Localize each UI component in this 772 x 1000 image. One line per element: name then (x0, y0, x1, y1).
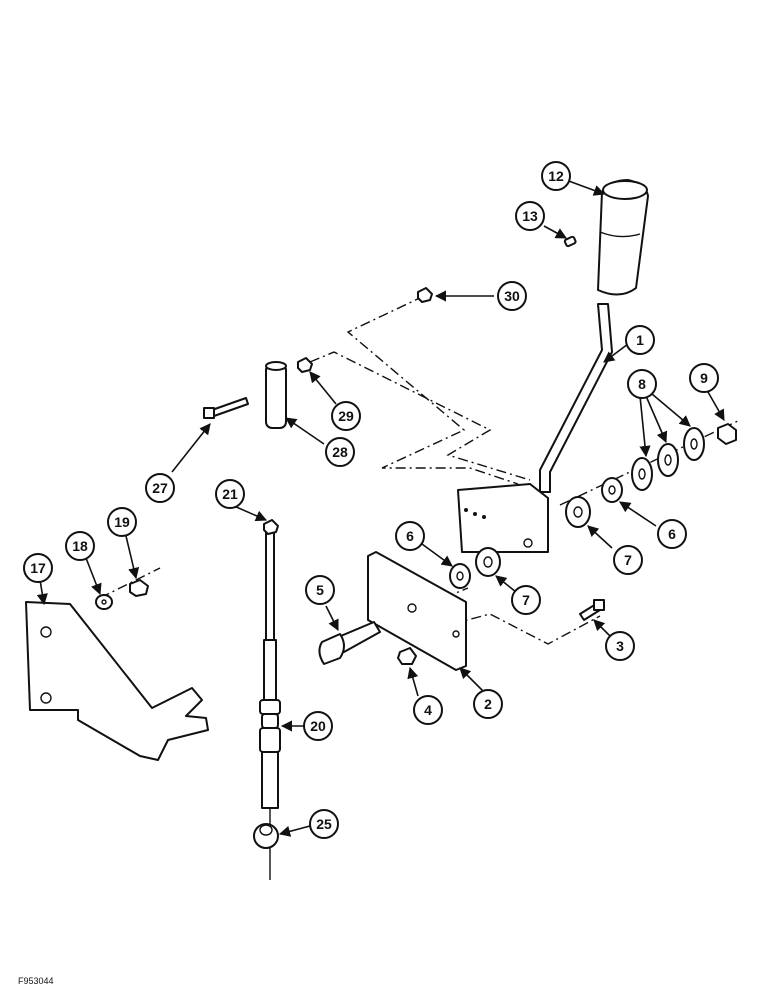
callout-7a: 7 (511, 585, 541, 615)
washer-18 (95, 594, 113, 610)
svg-text:25: 25 (316, 816, 332, 832)
callout-20: 20 (303, 711, 333, 741)
callout-17: 17 (23, 553, 53, 583)
svg-text:9: 9 (700, 370, 708, 386)
callout-6a: 6 (395, 521, 425, 551)
svg-text:8: 8 (638, 376, 646, 392)
callout-25: 25 (309, 809, 339, 839)
leader-lines (36, 179, 725, 837)
nut-30 (417, 287, 433, 303)
svg-text:3: 3 (616, 638, 624, 654)
callout-18: 18 (65, 531, 95, 561)
svg-text:7: 7 (624, 552, 632, 568)
grommet-25 (253, 823, 279, 849)
callout-2: 2 (473, 689, 503, 719)
callout-4: 4 (413, 695, 443, 725)
bolt-3 (579, 599, 605, 621)
washer-set (449, 477, 623, 589)
svg-text:19: 19 (114, 514, 130, 530)
callout-27: 27 (145, 473, 175, 503)
svg-text:6: 6 (668, 526, 676, 542)
callout-9: 9 (689, 363, 719, 393)
svg-text:13: 13 (522, 208, 538, 224)
svg-text:2: 2 (484, 696, 492, 712)
svg-text:27: 27 (152, 480, 168, 496)
nut-21 (263, 519, 279, 535)
callout-3: 3 (605, 631, 635, 661)
callout-5: 5 (305, 575, 335, 605)
callout-8: 8 (627, 369, 657, 399)
callout-12: 12 (541, 161, 571, 191)
svg-text:6: 6 (406, 528, 414, 544)
set-screw (563, 235, 577, 248)
nut-29 (297, 357, 313, 373)
svg-text:18: 18 (72, 538, 88, 554)
nut-19 (129, 579, 149, 597)
bracket (25, 601, 209, 761)
callout-19: 19 (107, 507, 137, 537)
svg-text:1: 1 (636, 332, 644, 348)
mounting-plate (367, 551, 467, 671)
callout-29: 29 (331, 401, 361, 431)
svg-text:29: 29 (338, 408, 354, 424)
callout-28: 28 (325, 437, 355, 467)
svg-text:21: 21 (222, 486, 238, 502)
nut-4 (397, 647, 417, 665)
pivot-bolt (318, 621, 381, 665)
shift-knob (597, 179, 649, 296)
bolt-27 (203, 397, 249, 419)
pivot-pin (265, 361, 287, 429)
figure-code: F953044 (18, 976, 54, 986)
nut-9 (717, 423, 737, 445)
svg-text:12: 12 (548, 168, 564, 184)
svg-text:20: 20 (310, 718, 326, 734)
callout-30: 30 (497, 281, 527, 311)
svg-text:4: 4 (424, 702, 432, 718)
svg-text:28: 28 (332, 444, 348, 460)
callout-21: 21 (215, 479, 245, 509)
callout-7b: 7 (613, 545, 643, 575)
callout-1: 1 (625, 325, 655, 355)
washer-stack-8 (631, 427, 705, 491)
callout-13: 13 (515, 201, 545, 231)
callout-6b: 6 (657, 519, 687, 549)
svg-text:7: 7 (522, 592, 530, 608)
svg-text:17: 17 (30, 560, 46, 576)
shift-lever (457, 303, 613, 553)
svg-text:30: 30 (504, 288, 520, 304)
svg-text:5: 5 (316, 582, 324, 598)
